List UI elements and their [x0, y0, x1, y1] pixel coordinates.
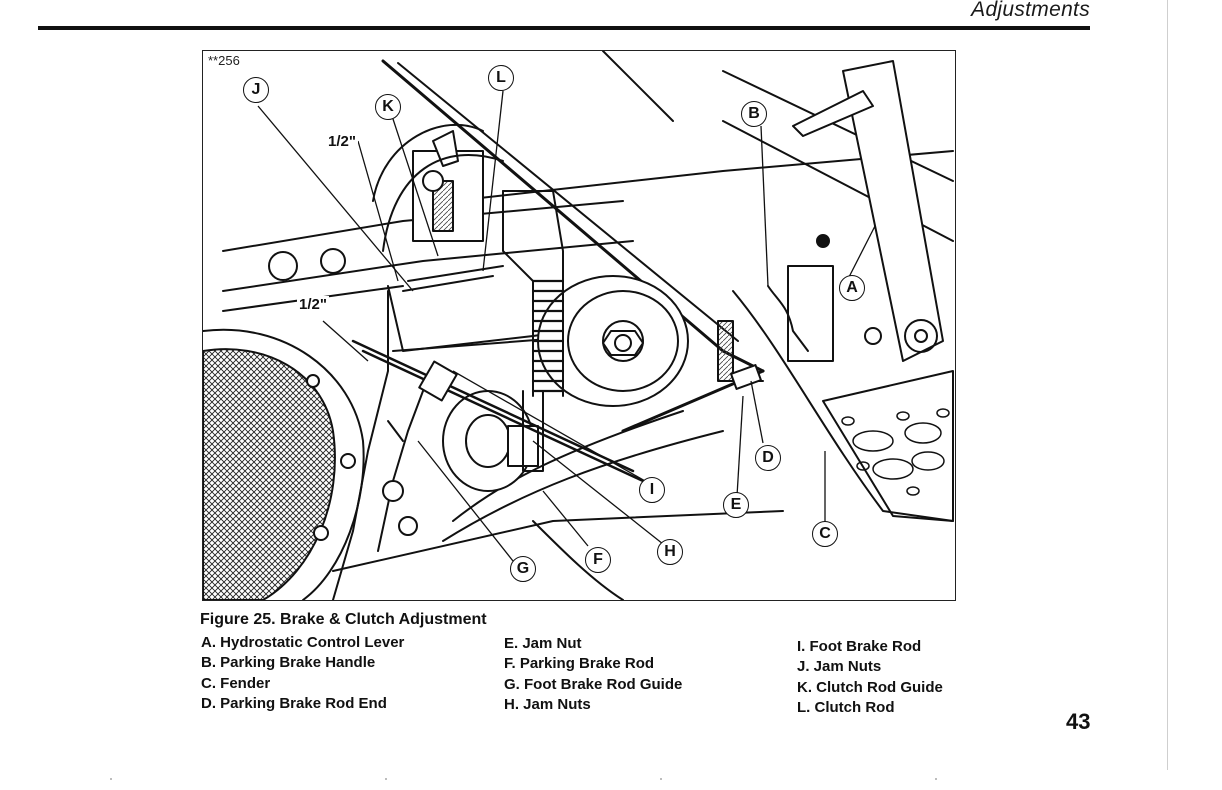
legend-column-3: I. Foot Brake Rod J. Jam Nuts K. Clutch … — [797, 637, 943, 718]
legend-item: I. Foot Brake Rod — [797, 638, 922, 655]
callout-c: C — [812, 521, 838, 547]
scan-speck — [110, 778, 112, 780]
legend-item: F. Parking Brake Rod — [504, 655, 655, 673]
page-margin-line — [1167, 0, 1168, 770]
callout-e: E — [723, 492, 749, 518]
callout-f: F — [585, 547, 611, 573]
section-title: Adjustments — [971, 0, 1090, 21]
legend-item: D. Parking Brake Rod End — [201, 694, 387, 712]
scan-speck — [385, 778, 387, 780]
dimension-label-upper: 1/2" — [326, 133, 358, 150]
callout-a: A — [839, 275, 865, 301]
legend-item: K. Clutch Rod Guide — [797, 678, 943, 696]
callout-g: G — [510, 556, 536, 582]
legend-item: B. Parking Brake Handle — [201, 654, 376, 672]
page-number: 43 — [1066, 709, 1091, 734]
legend-item: H. Jam Nuts — [504, 695, 591, 713]
legend-item: G. Foot Brake Rod Guide — [504, 675, 683, 693]
figure-id-label: **256 — [208, 53, 240, 68]
legend-item: L. Clutch Rod — [797, 698, 895, 716]
scan-speck — [660, 778, 662, 780]
callout-d: D — [755, 445, 781, 471]
legend-column-1: A. Hydrostatic Control Lever B. Parking … — [201, 633, 404, 714]
legend-item: A. Hydrostatic Control Lever — [201, 634, 405, 651]
legend-item: J. Jam Nuts — [797, 658, 882, 676]
header-rule — [38, 26, 1090, 30]
callout-l: L — [488, 65, 514, 91]
figure-illustration: **256 1/2" 1/2" A B C D E F G H I J K L — [202, 50, 956, 601]
callout-j: J — [243, 77, 269, 103]
callout-k: K — [375, 94, 401, 120]
callout-h: H — [657, 539, 683, 565]
legend-item: C. Fender — [201, 674, 271, 692]
legend-column-2: E. Jam Nut F. Parking Brake Rod G. Foot … — [504, 634, 682, 715]
callout-i: I — [639, 477, 665, 503]
figure-caption: Figure 25. Brake & Clutch Adjustment — [200, 611, 487, 628]
dimension-label-lower: 1/2" — [297, 296, 329, 313]
scan-speck — [935, 778, 937, 780]
mechanism-drawing — [203, 51, 954, 600]
callout-b: B — [741, 101, 767, 127]
legend-item: E. Jam Nut — [504, 635, 582, 652]
